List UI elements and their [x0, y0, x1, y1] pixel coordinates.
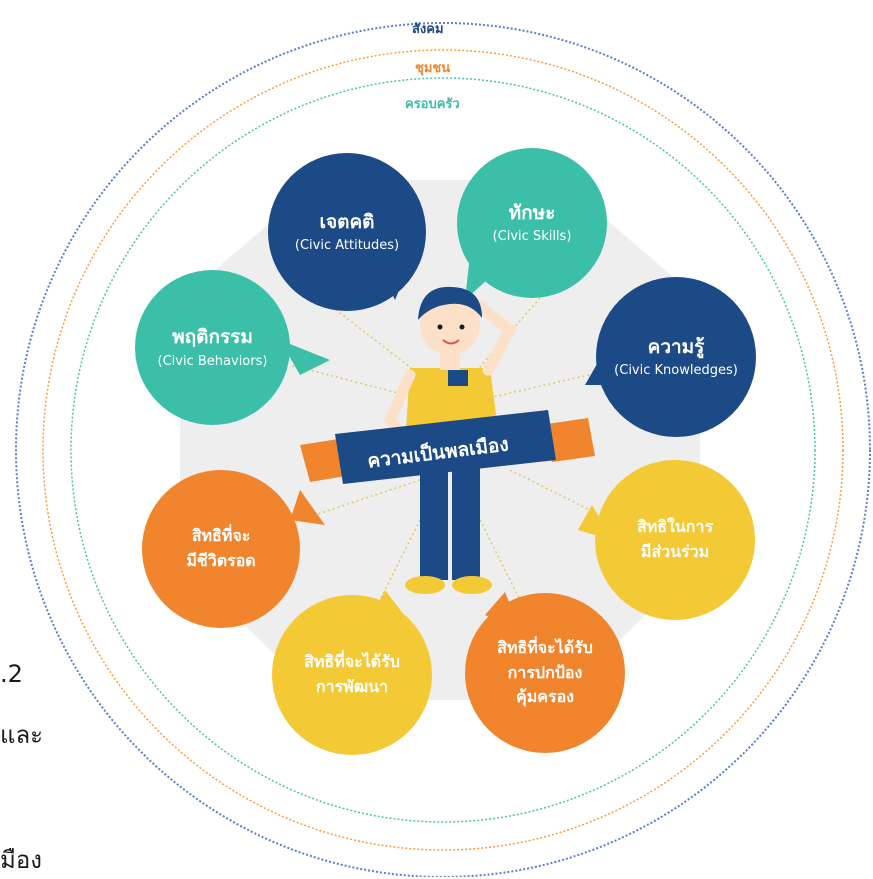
- bubble-protection-line2: การปกป้อง: [507, 662, 583, 682]
- side-text-line3: มือง: [0, 846, 42, 874]
- bubble-attitudes-title: เจตคติ: [319, 210, 375, 233]
- bubble-right-development: สิทธิที่จะได้รับ การพัฒนา: [272, 595, 432, 755]
- bubble-participation-line1: สิทธิในการ: [636, 517, 714, 537]
- bubble-civic-skills: ทักษะ (Civic Skills): [457, 148, 607, 298]
- bubble-survival-line1: สิทธิที่จะ: [191, 526, 251, 546]
- bubble-behaviors-title: พฤติกรรม: [172, 326, 253, 349]
- bubble-civic-knowledges: ความรู้ (Civic Knowledges): [596, 277, 756, 437]
- community-ring: [42, 49, 844, 851]
- bubble-development-line1: สิทธิที่จะได้รับ: [304, 652, 400, 672]
- center-banner-shape: [300, 410, 595, 484]
- side-text-line2: และ: [0, 721, 44, 749]
- bubble-survival-line2: มีชีวิตรอด: [186, 551, 256, 570]
- ring-label-community: ชุมชน: [415, 61, 451, 76]
- bubble-skills-subtitle: (Civic Skills): [492, 229, 572, 245]
- family-ring: [70, 77, 816, 823]
- bubble-protection-line1: สิทธิที่จะได้รับ: [497, 637, 593, 657]
- bubble-development-line2: การพัฒนา: [315, 677, 389, 696]
- bubble-knowledges-subtitle: (Civic Knowledges): [614, 363, 738, 379]
- bubble-skills-title: ทักษะ: [508, 201, 556, 224]
- bubble-protection-line3: คุ้มครอง: [516, 687, 574, 707]
- bubble-right-participation: สิทธิในการ มีส่วนร่วม: [595, 460, 755, 620]
- bubble-behaviors-subtitle: (Civic Behaviors): [157, 353, 268, 369]
- bubble-right-survival: สิทธิที่จะ มีชีวิตรอด: [142, 470, 300, 628]
- ring-label-society: สังคม: [412, 22, 444, 37]
- bubble-tail-behaviors: [280, 340, 330, 375]
- ring-label-family: ครอบครัว: [405, 97, 460, 112]
- bubble-right-protection: สิทธิที่จะได้รับ การปกป้อง คุ้มครอง: [465, 593, 625, 753]
- bubble-attitudes-subtitle: (Civic Attitudes): [294, 238, 400, 254]
- bubble-participation-line2: มีส่วนร่วม: [640, 542, 710, 561]
- bubble-civic-attitudes: เจตคติ (Civic Attitudes): [268, 153, 426, 311]
- bubble-civic-behaviors: พฤติกรรม (Civic Behaviors): [135, 270, 290, 425]
- bubble-knowledges-title: ความรู้: [647, 335, 705, 358]
- side-text-line1: .2: [0, 660, 23, 688]
- society-ring: [15, 22, 871, 877]
- bubble-tail-survival: [290, 490, 325, 525]
